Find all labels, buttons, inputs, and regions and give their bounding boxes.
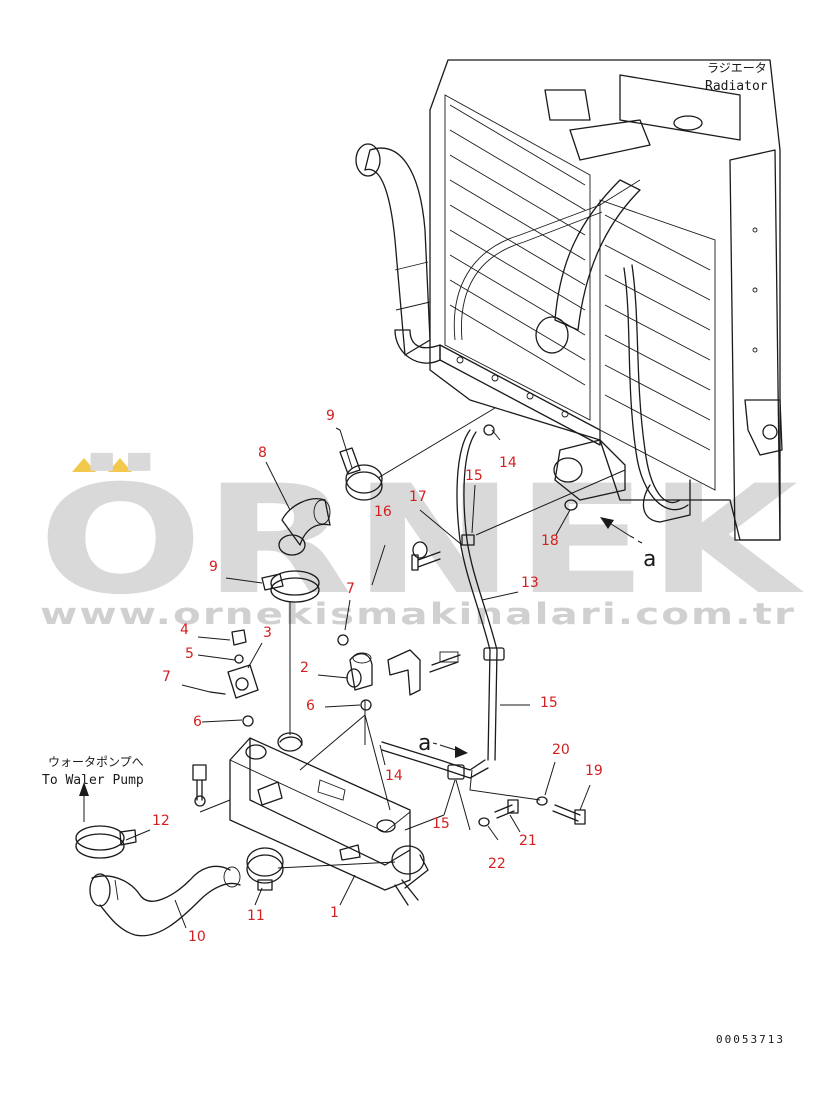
- callout-9: 9: [326, 408, 335, 424]
- radiator-label-en: Radiator: [705, 79, 768, 94]
- callout-16: 16: [374, 504, 392, 520]
- callout-20: 20: [552, 742, 570, 758]
- callout-19: 19: [585, 763, 603, 779]
- bolt-16: [411, 551, 441, 571]
- callout-3: 3: [263, 625, 272, 641]
- pump-label-en: To Waler Pump: [42, 773, 144, 788]
- radiator-assembly: [355, 59, 783, 541]
- watermark: ÖRNEK www.ornekismakinalari.com.tr: [38, 452, 804, 631]
- pump-label-jp: ウォータポンプへ: [48, 755, 144, 769]
- callout-numbers: 9 14 8 15 17 16 18 9 13 7 4 3 5 2 7 15 6…: [152, 408, 603, 945]
- hose-clamp-lower: [261, 570, 320, 603]
- callout-8: 8: [258, 445, 267, 461]
- view-a-label: a: [418, 731, 431, 756]
- callout-13: 13: [521, 575, 539, 591]
- callout-10: 10: [188, 929, 206, 945]
- callout-4: 4: [180, 622, 189, 638]
- callout-12: 12: [152, 813, 170, 829]
- hose-clamp-11: [246, 847, 284, 891]
- view-a-label: a: [643, 547, 656, 572]
- text-labels: ラジエータ Radiator ウォータポンプへ To Waler Pump a …: [42, 61, 785, 1046]
- callout-1: 1: [330, 905, 339, 921]
- callout-7: 7: [346, 581, 355, 597]
- callout-5: 5: [185, 646, 194, 662]
- radiator-label-jp: ラジエータ: [707, 61, 767, 75]
- thermo-housing: [227, 629, 259, 699]
- watermark-accent: [108, 458, 132, 472]
- callout-14: 14: [385, 768, 403, 784]
- pipe-lower: [381, 741, 489, 780]
- callout-18: 18: [541, 533, 559, 549]
- bracket: [387, 649, 461, 696]
- drawing-number: 00053713: [716, 1033, 785, 1046]
- callout-15: 15: [465, 468, 483, 484]
- hose-clamp-upper: [339, 447, 383, 501]
- callout-7: 7: [162, 669, 171, 685]
- callout-22: 22: [488, 856, 506, 872]
- hose-10: [89, 865, 241, 937]
- pipe-13: [456, 429, 505, 761]
- callout-15: 15: [540, 695, 558, 711]
- callout-14: 14: [499, 455, 517, 471]
- callout-11: 11: [247, 908, 265, 924]
- callout-6: 6: [306, 698, 315, 714]
- callout-9: 9: [209, 559, 218, 575]
- hose-clamp-12: [75, 825, 137, 859]
- callout-17: 17: [409, 489, 427, 505]
- water-pipe-body: [229, 732, 429, 906]
- watermark-url: www.ornekismakinalari.com.tr: [40, 597, 796, 631]
- callout-2: 2: [300, 660, 309, 676]
- bolts: [192, 764, 586, 825]
- callout-6: 6: [193, 714, 202, 730]
- watermark-accent: [72, 458, 96, 472]
- callout-21: 21: [519, 833, 537, 849]
- leader-lines: [125, 407, 626, 929]
- watermark-brand: ÖRNEK: [38, 452, 804, 628]
- callout-15: 15: [432, 816, 450, 832]
- elbow-fitting: [346, 652, 373, 691]
- hose-8: [278, 498, 331, 556]
